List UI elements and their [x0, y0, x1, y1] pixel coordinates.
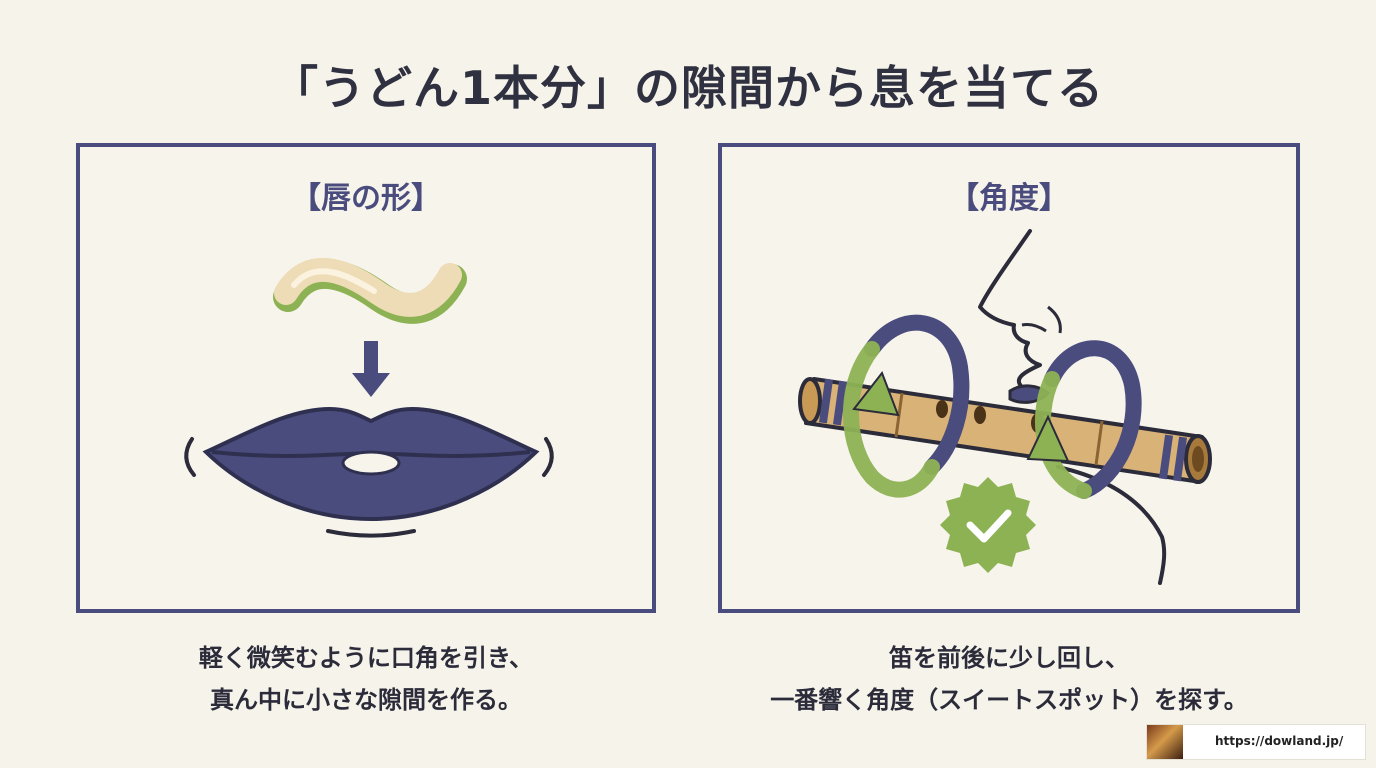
check-badge-icon [940, 477, 1036, 573]
source-badge[interactable]: https://dowland.jp/ [1146, 724, 1366, 760]
lips-icon [184, 406, 554, 538]
flute-icon [798, 377, 1212, 484]
site-thumbnail [1147, 725, 1183, 759]
rotation-arrow-icon [843, 314, 1142, 499]
lip-shape-caption-line-2: 真ん中に小さな隙間を作る。 [210, 686, 522, 714]
angle-caption-line-2: 一番響く角度（スイートスポット）を探す。 [770, 686, 1248, 714]
lip-shape-heading: 【唇の形】 [291, 181, 441, 216]
down-arrow-icon [352, 341, 390, 397]
source-url[interactable]: https://dowland.jp/ [1215, 734, 1344, 748]
lip-shape-caption: 軽く微笑むように口角を引き、 真ん中に小さな隙間を作る。 [76, 637, 656, 721]
page-title: 「うどん1本分」の隙間から息を当てる [271, 61, 1104, 115]
udon-noodle-icon [273, 257, 467, 324]
angle-caption-line-1: 笛を前後に少し回し、 [889, 644, 1129, 672]
face-profile-icon [978, 229, 1167, 585]
lip-shape-caption-line-1: 軽く微笑むように口角を引き、 [198, 644, 534, 672]
angle-panel: 【角度】 [718, 143, 1300, 613]
lip-shape-panel: 【唇の形】 [76, 143, 656, 613]
angle-caption: 笛を前後に少し回し、 一番響く角度（スイートスポット）を探す。 [718, 637, 1300, 721]
angle-heading: 【角度】 [949, 181, 1069, 216]
